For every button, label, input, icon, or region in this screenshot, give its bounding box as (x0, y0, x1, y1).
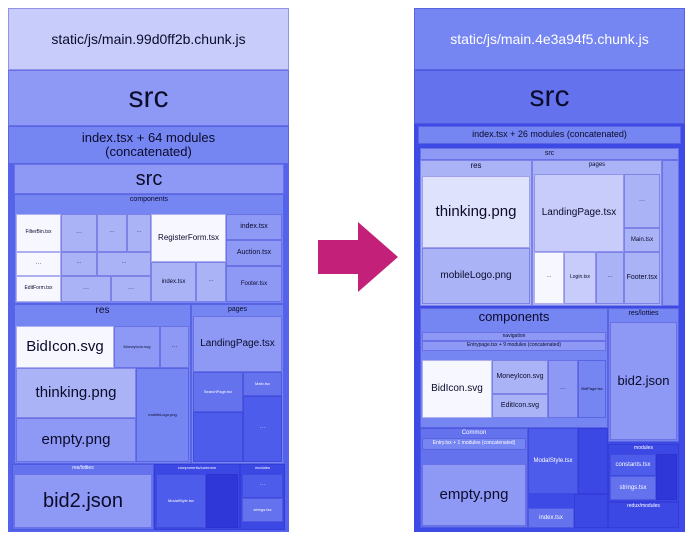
left-indextsx-b[interactable]: index.tsx (151, 262, 196, 302)
right-redux-modules[interactable]: redux/modules (608, 502, 679, 528)
left-registerform[interactable]: RegisterForm.tsx (151, 214, 226, 262)
right-moneyicon[interactable]: MoneyIcon.svg (492, 360, 548, 394)
left-bid2-json[interactable]: bid2.json (14, 474, 152, 528)
right-footer[interactable]: Footer.tsx (624, 252, 660, 304)
right-mid-filler (578, 428, 608, 494)
right-navigation-label[interactable]: navigation (422, 332, 606, 341)
right-main[interactable]: Main.tsx (624, 228, 660, 252)
right-empty[interactable]: empty.png (422, 464, 526, 526)
right-treemap: static/js/main.4e3a94f5.chunk.js src ind… (414, 8, 685, 532)
right-modalstyle[interactable]: ModalStyle.tsx (528, 428, 578, 494)
left-comp-dots-i[interactable]: ··· (196, 262, 226, 302)
left-src-outer-label[interactable]: src (8, 70, 289, 126)
left-bidicon[interactable]: BidIcon.svg (16, 326, 114, 368)
left-comp-dots-e[interactable]: ··· (61, 252, 97, 276)
right-concat-label[interactable]: index.tsx + 26 modules (concatenated) (418, 126, 681, 144)
left-footer[interactable]: Footer.tsx (226, 266, 282, 302)
left-main[interactable]: Main.tsx (243, 372, 282, 396)
left-comp-dots-g[interactable]: ··· (61, 276, 111, 302)
left-mobilelogo[interactable]: mobileLogo.png (136, 368, 189, 462)
left-common-filler (206, 474, 238, 528)
left-concat-label[interactable]: index.tsx + 64 modules (concatenated) (8, 126, 289, 164)
left-comp-dots-b[interactable]: ··· (97, 214, 127, 252)
left-modalstyle[interactable]: ModalStyle.tsx (156, 474, 206, 528)
left-comp-dots-h[interactable]: ··· (111, 276, 151, 302)
left-indextsx-a[interactable]: index.tsx (226, 214, 282, 240)
right-modules-filler (656, 454, 677, 500)
right-thinking[interactable]: thinking.png (422, 176, 530, 248)
left-moneyicon[interactable]: MoneyIcon.svg (114, 326, 160, 368)
left-treemap: static/js/main.99d0ff2b.chunk.js src ind… (8, 8, 289, 532)
right-common-concat[interactable]: Entry.tsx + 1 modules (concatenated) (422, 438, 526, 450)
left-comp-dots-d[interactable]: ··· (16, 252, 61, 276)
right-src-filler (662, 160, 679, 306)
right-pages-dots-b[interactable]: ··· (534, 252, 564, 304)
right-bidpage[interactable]: BidPage.tsx (578, 360, 606, 418)
right-index[interactable]: index.tsx (528, 508, 574, 528)
transition-arrow-icon (318, 222, 398, 292)
left-landingpage[interactable]: LandingPage.tsx (193, 316, 282, 372)
right-comp-dots[interactable]: ··· (548, 360, 578, 418)
right-mid-filler-b (574, 494, 608, 528)
left-bundle-title[interactable]: static/js/main.99d0ff2b.chunk.js (8, 8, 289, 70)
left-searchpage[interactable]: SearchPage.tsx (193, 372, 243, 412)
right-src-outer-label[interactable]: src (414, 70, 685, 124)
left-comp-dots-a[interactable]: ··· (61, 214, 97, 252)
right-src-inner-label[interactable]: src (420, 148, 679, 160)
right-editicon[interactable]: EditIcon.svg (492, 394, 548, 418)
left-comp-dots-c[interactable]: ··· (127, 214, 151, 252)
right-bidicon[interactable]: BidIcon.svg (422, 360, 492, 418)
right-pages-dots[interactable]: ··· (624, 174, 660, 228)
left-editform[interactable]: EditForm.tsx (16, 276, 61, 302)
arrow-shape (318, 222, 398, 292)
left-res-dots[interactable]: ··· (160, 326, 189, 368)
left-filterbin[interactable]: FilterBin.tsx (16, 214, 61, 252)
left-pages-filler (193, 412, 243, 462)
right-landingpage[interactable]: LandingPage.tsx (534, 174, 624, 252)
left-auction[interactable]: Auction.tsx (226, 240, 282, 266)
right-navigation-concat[interactable]: Entrypage.tsx + 9 modules (concatenated) (422, 341, 606, 351)
right-login[interactable]: Login.tsx (564, 252, 596, 304)
left-empty[interactable]: empty.png (16, 418, 136, 462)
left-thinking[interactable]: thinking.png (16, 368, 136, 418)
right-constants[interactable]: constants.tsx (610, 454, 656, 476)
right-strings[interactable]: strings.tsx (610, 476, 656, 500)
right-bid2-json[interactable]: bid2.json (610, 322, 677, 440)
left-modules-dots[interactable]: ··· (242, 474, 283, 498)
left-pages-dots[interactable]: ··· (243, 396, 282, 462)
right-bundle-title[interactable]: static/js/main.4e3a94f5.chunk.js (414, 8, 685, 70)
right-pages-dots-c[interactable]: ··· (596, 252, 624, 304)
left-src-inner-label[interactable]: src (14, 164, 284, 194)
left-strings[interactable]: strings.tsx (242, 498, 283, 522)
right-mobilelogo[interactable]: mobileLogo.png (422, 248, 530, 304)
left-comp-dots-f[interactable]: ··· (97, 252, 151, 276)
